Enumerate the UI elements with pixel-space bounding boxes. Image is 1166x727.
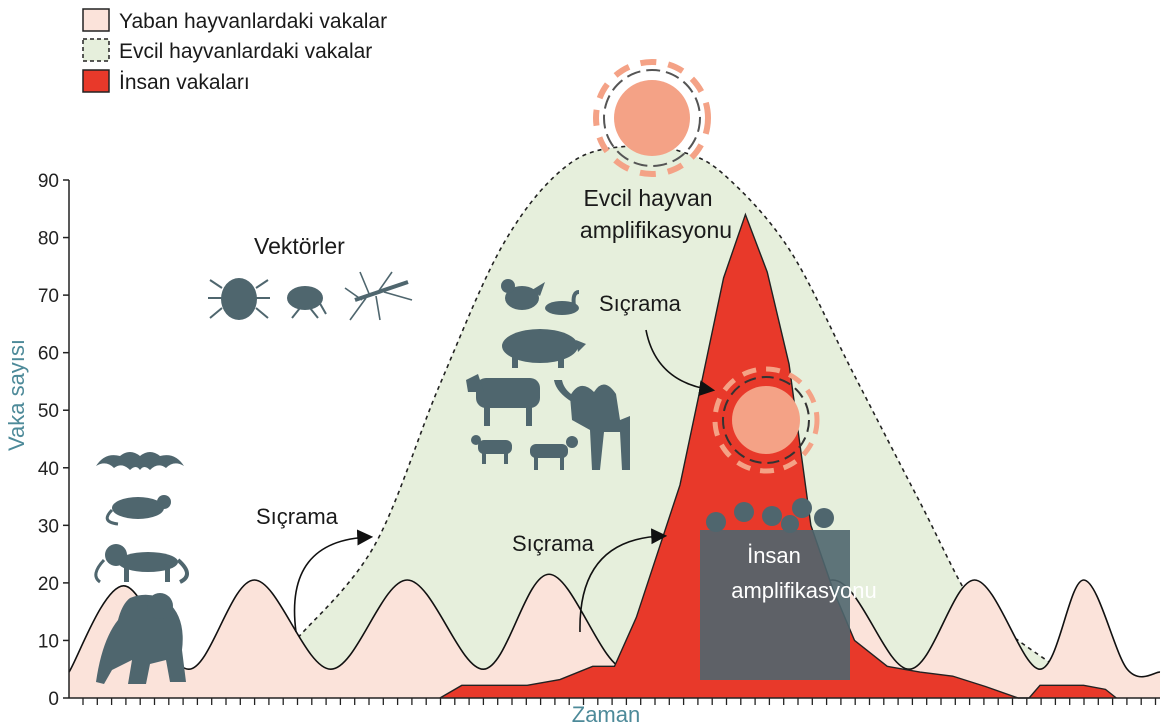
y-tick-label: 40 <box>38 459 59 480</box>
human-amplification-label-line2: amplifikasyonu <box>731 578 877 603</box>
flea-icon <box>287 286 326 318</box>
y-tick-label: 50 <box>38 401 59 422</box>
legend-label-human: İnsan vakaları <box>119 71 250 94</box>
spillover-label-3: Sıçrama <box>599 291 682 316</box>
legend-swatch-human <box>83 70 109 92</box>
y-tick-label: 60 <box>38 344 59 365</box>
y-tick-label: 90 <box>38 171 59 192</box>
y-tick-label: 20 <box>38 574 59 595</box>
bat-icon <box>96 452 184 470</box>
legend: Yaban hayvanlardaki vakalar Evcil hayvan… <box>83 9 387 94</box>
vectors-label: Vektörler <box>254 233 345 259</box>
y-tick-label: 70 <box>38 286 59 307</box>
tick-icon <box>208 278 270 320</box>
mosquito-icon <box>345 272 412 320</box>
legend-label-wild: Yaban hayvanlardaki vakalar <box>119 10 387 33</box>
domestic-amplification-label-line2: amplifikasyonu <box>580 217 732 243</box>
legend-swatch-domestic <box>83 39 109 61</box>
y-axis-label: Vaka sayısı <box>4 339 29 451</box>
y-ticks: 0 10 20 30 40 50 60 70 80 90 <box>38 171 69 710</box>
x-axis-label: Zaman <box>572 702 640 727</box>
y-tick-label: 10 <box>38 631 59 652</box>
human-amplification-label-line1: İnsan <box>747 543 801 568</box>
rat-icon <box>107 495 171 524</box>
y-tick-label: 0 <box>48 689 59 710</box>
domestic-amplification-label-line1: Evcil hayvan <box>583 185 712 211</box>
spillover-label-2: Sıçrama <box>512 531 595 556</box>
y-tick-label: 30 <box>38 516 59 537</box>
legend-swatch-wild <box>83 9 109 31</box>
monkey-icon <box>96 544 187 582</box>
y-tick-label: 80 <box>38 229 59 250</box>
spillover-label-1: Sıçrama <box>256 504 339 529</box>
legend-label-domestic: Evcil hayvanlardaki vakalar <box>119 40 372 63</box>
